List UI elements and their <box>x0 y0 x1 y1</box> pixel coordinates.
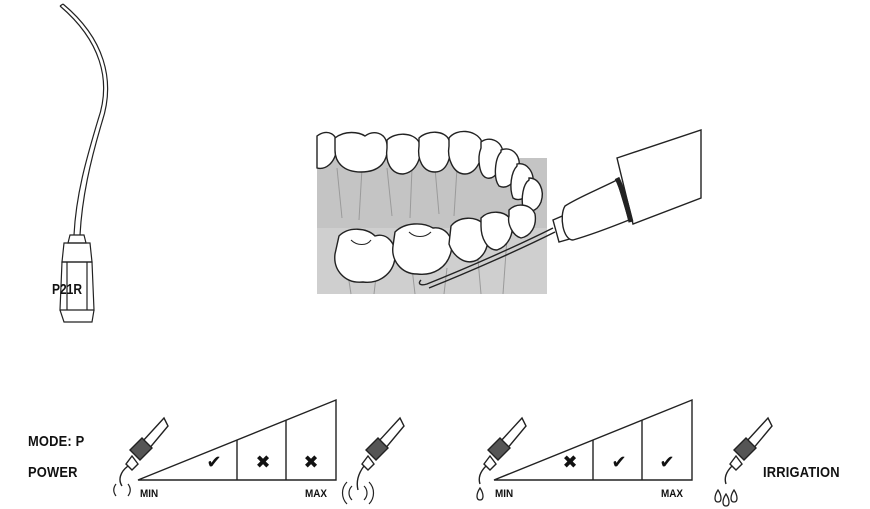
power-mark-low: ✔ <box>206 452 222 473</box>
power-max-label: MAX <box>305 488 328 500</box>
irrigation-scale-triangle <box>493 398 693 481</box>
irrigation-mark-mid: ✔ <box>611 452 627 473</box>
handpiece-irrigation-min-icon <box>476 416 527 501</box>
scaler-tip-illustration <box>59 3 109 323</box>
power-mark-high: ✖ <box>303 452 319 473</box>
power-scale-triangle <box>137 398 337 481</box>
irrigation-mark-high: ✔ <box>659 452 675 473</box>
irrigation-min-label: MIN <box>495 488 514 500</box>
handpiece-irrigation-max-icon <box>714 416 773 507</box>
irrigation-title: IRRIGATION <box>763 464 840 481</box>
tip-model-label: P21R <box>52 281 83 298</box>
power-mark-mid: ✖ <box>255 452 271 473</box>
irrigation-mark-low: ✖ <box>562 452 578 473</box>
irrigation-max-label: MAX <box>661 488 684 500</box>
mode-label: MODE: P <box>28 433 85 450</box>
power-title: POWER <box>28 464 78 481</box>
dental-scaling-illustration <box>316 129 702 295</box>
handpiece-max-vibration-icon <box>341 416 405 505</box>
handpiece-min-icon <box>113 416 169 497</box>
power-min-label: MIN <box>140 488 159 500</box>
